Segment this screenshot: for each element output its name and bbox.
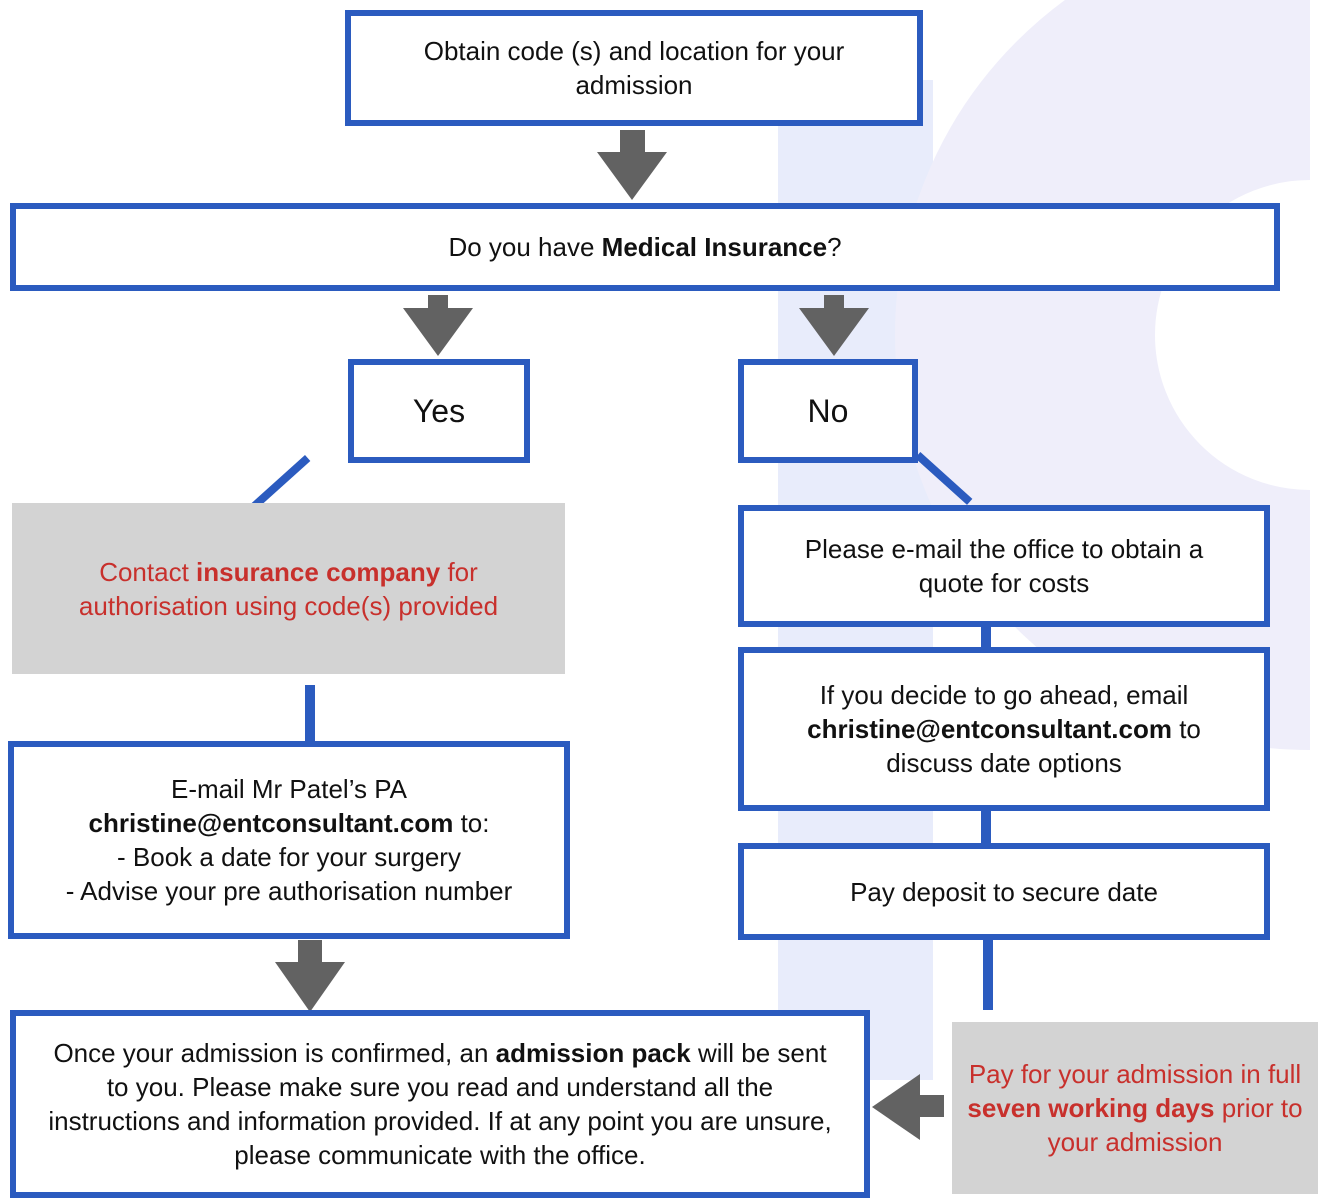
email-pa-line1: E-mail Mr Patel’s PA xyxy=(171,774,407,804)
connector-quote-to-goahead xyxy=(981,622,991,652)
admission-pack-box: Once your admission is confirmed, an adm… xyxy=(10,1010,870,1198)
go-ahead-pre: If you decide to go ahead, email xyxy=(819,680,1189,710)
answer-no-label: No xyxy=(807,393,849,429)
admission-bold: admission pack xyxy=(495,1038,691,1068)
contact-post: for authorisation using code(s) provided xyxy=(78,556,499,621)
pay-full-bold: seven working days xyxy=(967,1093,1215,1123)
admission-pre: Once your admission is confirmed, an xyxy=(53,1038,496,1068)
email-pa-box: E-mail Mr Patel’s PA christine@entconsul… xyxy=(8,741,570,939)
go-ahead-email-address: christine@entconsultant.com xyxy=(807,714,1172,744)
question-bold: Medical Insurance xyxy=(601,232,828,262)
go-ahead-post: to discuss date options xyxy=(886,714,1201,778)
email-quote-text: Please e-mail the office to obtain a quo… xyxy=(804,534,1204,598)
email-quote-request: Please e-mail the office to obtain a quo… xyxy=(738,505,1270,627)
pay-in-full: Pay for your admission in full seven wor… xyxy=(952,1022,1318,1194)
answer-no: No xyxy=(738,359,918,463)
pay-full-pre: Pay for your admission in full xyxy=(968,1059,1302,1089)
connector-goahead-to-deposit xyxy=(981,806,991,844)
admission-post: will be sent to you. Please make sure yo… xyxy=(48,1038,832,1170)
question-post: ? xyxy=(827,232,842,262)
connector-deposit-to-pay xyxy=(983,935,993,1010)
email-pa-bullet2: - Advise your pre authorisation number xyxy=(65,876,513,906)
pay-deposit: Pay deposit to secure date xyxy=(738,843,1270,940)
contact-insurance-company: Contact insurance company for authorisat… xyxy=(12,503,565,674)
arrow-down-icon xyxy=(275,940,345,1012)
question-medical-insurance: Do you have Medical Insurance? xyxy=(10,203,1280,291)
step-obtain-code-text: Obtain code (s) and location for your ad… xyxy=(423,36,845,100)
email-pa-address: christine@entconsultant.com xyxy=(88,808,454,838)
arrow-down-icon xyxy=(597,130,667,200)
arrow-left-icon xyxy=(872,1074,944,1140)
answer-yes: Yes xyxy=(348,359,530,463)
arrow-down-icon xyxy=(799,295,869,356)
connector-contact-to-email xyxy=(305,685,315,745)
pay-full-post: prior to your admission xyxy=(1047,1093,1303,1157)
pay-deposit-text: Pay deposit to secure date xyxy=(850,876,1158,907)
step-obtain-code: Obtain code (s) and location for your ad… xyxy=(345,10,923,126)
question-pre: Do you have xyxy=(448,232,602,262)
go-ahead-email: If you decide to go ahead, email christi… xyxy=(738,647,1270,811)
email-pa-bullet1: - Book a date for your surgery xyxy=(117,842,461,872)
answer-yes-label: Yes xyxy=(412,393,466,429)
arrow-down-icon xyxy=(403,295,473,356)
email-pa-suffix: to: xyxy=(453,808,490,838)
contact-bold: insurance company xyxy=(196,556,441,587)
contact-pre: Contact xyxy=(99,556,197,587)
